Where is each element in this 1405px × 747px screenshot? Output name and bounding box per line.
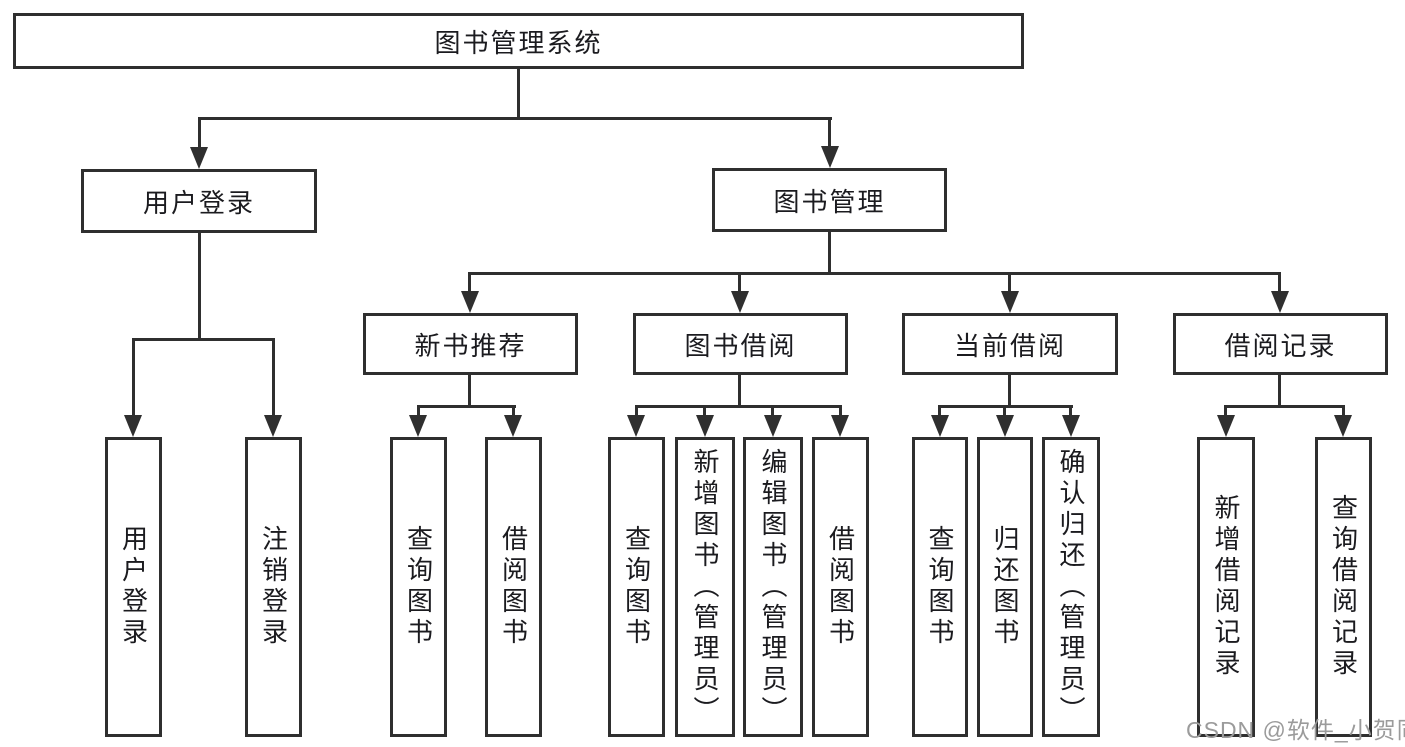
- leaf-label: 借阅图书: [825, 525, 856, 649]
- connector-vline: [1069, 405, 1072, 415]
- leaf-label: 归还图书: [990, 525, 1020, 649]
- connector-vline: [635, 405, 638, 415]
- connector-vline: [198, 117, 201, 147]
- connector-arrowhead: [1271, 291, 1289, 313]
- node-book-borrowing: 图书借阅: [633, 313, 848, 375]
- leaf-label: 新增图书（管理员）: [690, 447, 720, 727]
- leaf-label: 注销登录: [258, 525, 289, 649]
- leaf-query-books-recommend: 查询图书: [390, 437, 447, 737]
- leaf-label: 查询图书: [925, 525, 955, 649]
- connector-vline: [468, 272, 471, 291]
- leaf-return-books: 归还图书: [977, 437, 1033, 737]
- node-label: 新书推荐: [414, 330, 527, 361]
- node-label: 当前借阅: [953, 330, 1066, 361]
- connector-arrowhead: [264, 415, 282, 437]
- connector-vline: [468, 375, 471, 405]
- connector-vline: [738, 272, 741, 291]
- connector-arrowhead: [996, 415, 1014, 437]
- csdn-watermark: CSDN @软件_小贺同学: [1186, 717, 1405, 743]
- node-label: 图书借阅: [684, 330, 797, 361]
- connector-vline: [1342, 405, 1345, 415]
- connector-hline: [198, 117, 832, 120]
- node-new-book-recommendation: 新书推荐: [363, 313, 578, 375]
- connector-vline: [771, 405, 774, 415]
- connector-hline: [635, 405, 842, 408]
- leaf-borrow-books: 借阅图书: [812, 437, 869, 737]
- leaf-user-login: 用户登录: [105, 437, 162, 737]
- connector-arrowhead: [461, 291, 479, 313]
- leaf-logout: 注销登录: [245, 437, 302, 737]
- connector-arrowhead: [627, 415, 645, 437]
- leaf-label: 新增借阅记录: [1211, 494, 1241, 680]
- connector-hline: [132, 338, 275, 341]
- connector-vline: [938, 405, 941, 415]
- connector-arrowhead: [1062, 415, 1080, 437]
- connector-vline: [198, 233, 201, 338]
- leaf-add-books-admin: 新增图书（管理员）: [675, 437, 735, 737]
- leaf-edit-books-admin: 编辑图书（管理员）: [743, 437, 803, 737]
- connector-arrowhead: [821, 146, 839, 168]
- connector-arrowhead: [696, 415, 714, 437]
- node-user-login: 用户登录: [81, 169, 317, 233]
- connector-vline: [517, 69, 520, 117]
- node-book-management: 图书管理: [712, 168, 947, 232]
- leaf-borrow-books-recommend: 借阅图书: [485, 437, 542, 737]
- connector-vline: [132, 338, 135, 415]
- connector-vline: [839, 405, 842, 415]
- connector-arrowhead: [190, 147, 208, 169]
- connector-arrowhead: [124, 415, 142, 437]
- connector-vline: [512, 405, 515, 415]
- connector-vline: [1278, 375, 1281, 405]
- connector-arrowhead: [731, 291, 749, 313]
- leaf-label: 查询借阅记录: [1328, 494, 1359, 680]
- node-label: 用户登录: [142, 187, 255, 218]
- connector-vline: [1224, 405, 1227, 415]
- leaf-label: 查询图书: [403, 525, 434, 649]
- leaf-label: 确认归还（管理员）: [1056, 447, 1086, 727]
- node-current-borrowing: 当前借阅: [902, 313, 1118, 375]
- connector-vline: [1008, 375, 1011, 405]
- leaf-query-borrow-record: 查询借阅记录: [1315, 437, 1372, 737]
- leaf-label: 用户登录: [118, 525, 149, 649]
- connector-vline: [1008, 272, 1011, 291]
- leaf-query-books-borrow: 查询图书: [608, 437, 665, 737]
- connector-hline: [468, 272, 1281, 275]
- connector-arrowhead: [409, 415, 427, 437]
- connector-vline: [272, 338, 275, 415]
- connector-vline: [703, 405, 706, 415]
- connector-hline: [417, 405, 516, 408]
- connector-arrowhead: [1217, 415, 1235, 437]
- connector-arrowhead: [1334, 415, 1352, 437]
- connector-vline: [828, 117, 831, 146]
- node-borrowing-records: 借阅记录: [1173, 313, 1388, 375]
- node-label: 图书管理: [773, 186, 886, 217]
- node-label: 图书管理系统: [434, 27, 603, 58]
- connector-vline: [828, 232, 831, 272]
- node-library-management-system: 图书管理系统: [13, 13, 1024, 69]
- leaf-add-borrow-record: 新增借阅记录: [1197, 437, 1255, 737]
- connector-vline: [1003, 405, 1006, 415]
- leaf-label: 编辑图书（管理员）: [758, 447, 788, 727]
- leaf-label: 借阅图书: [498, 525, 529, 649]
- node-label: 借阅记录: [1224, 330, 1337, 361]
- connector-vline: [417, 405, 420, 415]
- connector-arrowhead: [831, 415, 849, 437]
- connector-hline: [1224, 405, 1345, 408]
- connector-arrowhead: [1001, 291, 1019, 313]
- connector-arrowhead: [931, 415, 949, 437]
- connector-arrowhead: [764, 415, 782, 437]
- connector-vline: [738, 375, 741, 405]
- leaf-label: 查询图书: [621, 525, 652, 649]
- connector-arrowhead: [504, 415, 522, 437]
- leaf-query-books-current: 查询图书: [912, 437, 968, 737]
- connector-vline: [1278, 272, 1281, 291]
- leaf-confirm-return-admin: 确认归还（管理员）: [1042, 437, 1100, 737]
